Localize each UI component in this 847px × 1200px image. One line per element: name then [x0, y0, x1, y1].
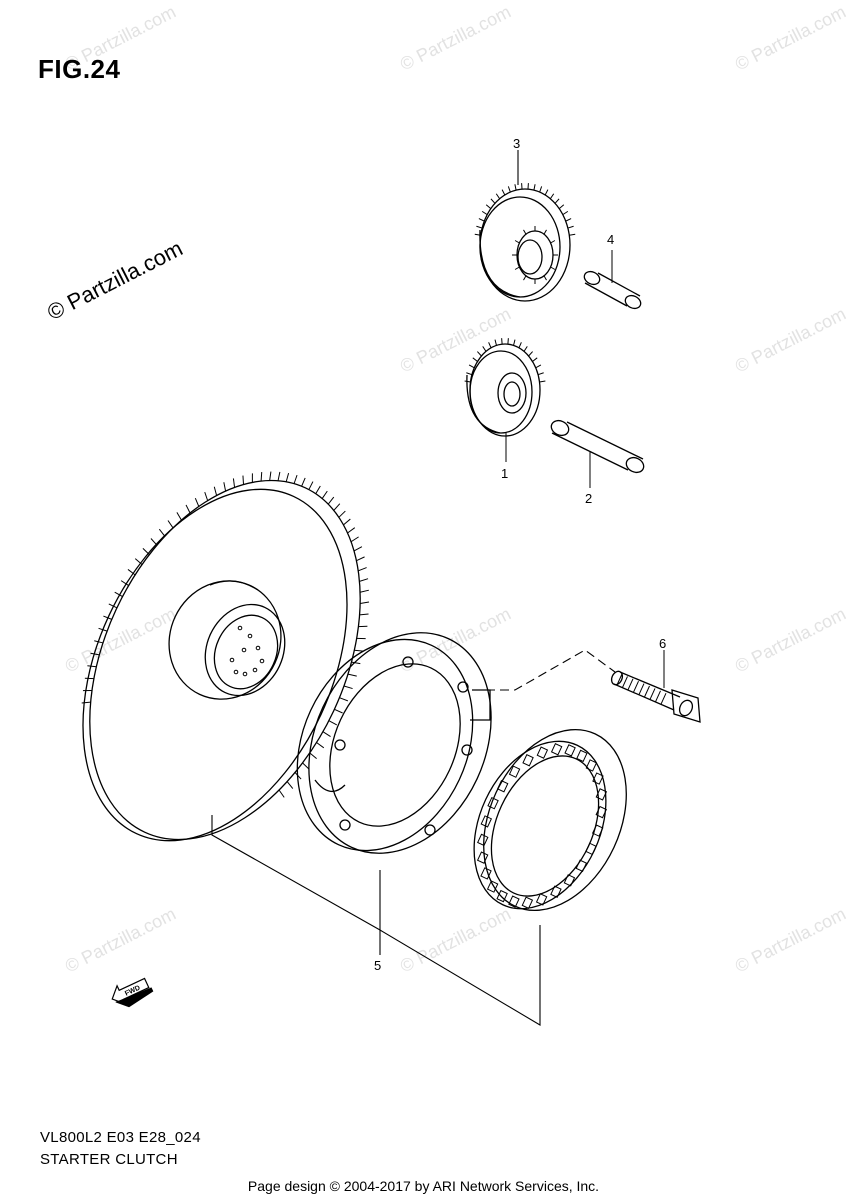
starter-driven-gear [81, 471, 370, 842]
part-2-shaft [550, 419, 645, 488]
part-5-one-way-clutch-bearing [473, 728, 627, 912]
callout-4: 4 [607, 232, 614, 247]
part-4-shaft [583, 250, 642, 310]
callout-2: 2 [585, 491, 592, 506]
part-5-one-way-clutch-housing [296, 632, 492, 854]
leader-lines [211, 150, 616, 1026]
callout-5: 5 [374, 958, 381, 973]
forward-direction-arrow-icon: FWD [111, 977, 154, 1008]
callout-6: 6 [659, 636, 666, 651]
part-1-gear [464, 338, 546, 462]
figure-title: FIG.24 [38, 54, 121, 84]
part-3-idle-gear [474, 183, 576, 302]
callout-3: 3 [513, 136, 520, 151]
model-code: VL800L2 E03 E28_024 [40, 1129, 201, 1146]
section-name: STARTER CLUTCH [40, 1151, 178, 1168]
part-6-bolt [610, 650, 701, 723]
page-footer: Page design © 2004-2017 by ARI Network S… [247, 1178, 600, 1194]
callout-1: 1 [501, 466, 508, 481]
